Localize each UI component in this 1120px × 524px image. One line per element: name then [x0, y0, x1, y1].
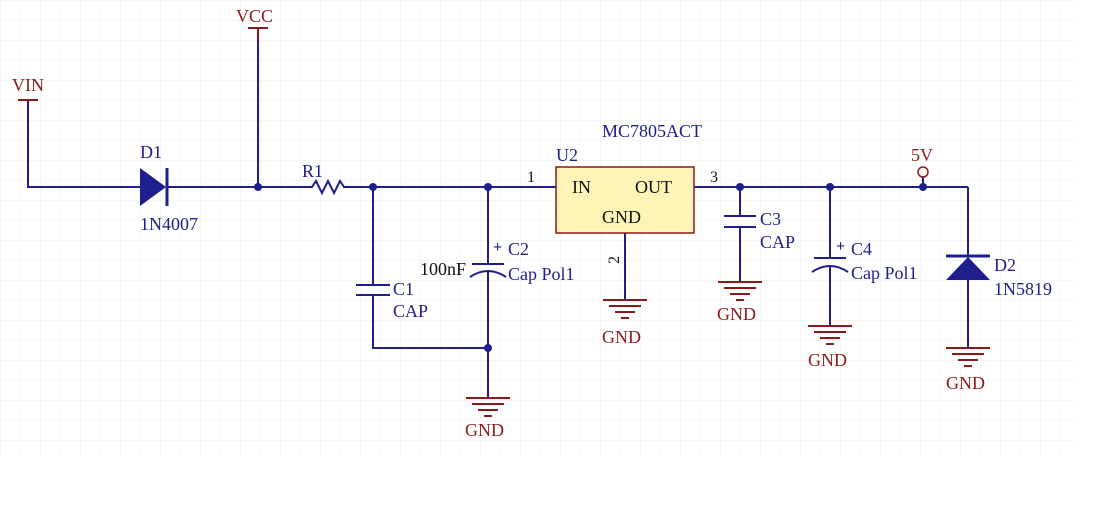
gnd-label-c3: GND	[717, 304, 756, 324]
schematic-svg: VIN VCC 5V D1 1N4007 R1 C1 CAP + C2 Cap …	[0, 0, 1076, 455]
junction-dot	[484, 344, 492, 352]
c4-plate-curved	[811, 265, 849, 273]
u2-pin-out-label: OUT	[635, 177, 672, 197]
u2-ref: U2	[556, 145, 578, 165]
grid-background	[0, 0, 1076, 455]
c2-value: Cap Pol1	[508, 264, 575, 284]
capacitor-c1[interactable]: C1 CAP	[356, 279, 428, 321]
u2-body	[555, 166, 695, 234]
ground-c2	[466, 397, 510, 417]
junction-dot	[254, 183, 262, 191]
schematic-sheet: VIN VCC 5V D1 1N4007 R1 C1 CAP + C2 Cap …	[0, 0, 1076, 455]
resistor-r1[interactable]: R1	[302, 161, 346, 196]
u2-pin-in-label: IN	[572, 177, 591, 197]
c4-value: Cap Pol1	[851, 263, 918, 283]
junction-dot	[369, 183, 377, 191]
vcc-port[interactable]: VCC	[236, 6, 273, 40]
d2-value: 1N5819	[994, 279, 1052, 299]
d2-body	[946, 257, 990, 280]
vin-label: VIN	[12, 75, 44, 95]
r1-ref: R1	[302, 161, 323, 181]
u2-pin3-number: 3	[710, 169, 718, 186]
ground-d2	[946, 347, 990, 367]
c3-value: CAP	[760, 232, 795, 252]
vcc-label: VCC	[236, 6, 273, 26]
d1-body	[140, 168, 166, 206]
junctions	[254, 183, 927, 352]
capacitor-c4[interactable]: + C4 Cap Pol1	[811, 238, 918, 283]
gnd-label-c2: GND	[465, 420, 504, 440]
junction-dot	[919, 183, 927, 191]
junction-dot	[484, 183, 492, 191]
ground-c4	[808, 325, 852, 345]
d1-value: 1N4007	[140, 214, 198, 234]
c2-polarity-mark: +	[493, 239, 502, 256]
c1-value: CAP	[393, 301, 428, 321]
capacitor-c3[interactable]: C3 CAP	[724, 209, 795, 252]
u2-pin1-number: 1	[527, 169, 535, 186]
gnd-label-d2: GND	[946, 373, 985, 393]
vin-port[interactable]: VIN	[12, 75, 44, 101]
u2-value: MC7805ACT	[602, 121, 702, 141]
u2-pin2-number: 2	[606, 256, 623, 264]
ground-c3	[718, 281, 762, 301]
ground-u2	[603, 299, 647, 319]
c2-plate-curved	[469, 270, 507, 278]
d2-ref: D2	[994, 255, 1016, 275]
diode-d1[interactable]: D1 1N4007	[140, 142, 198, 234]
diode-d2[interactable]: D2 1N5819	[946, 254, 1052, 299]
wire-vin	[27, 100, 140, 188]
c2-ref: C2	[508, 239, 529, 259]
c4-ref: C4	[851, 239, 872, 259]
ground-symbols	[466, 281, 990, 417]
gnd-label-c4: GND	[808, 350, 847, 370]
junction-dot	[826, 183, 834, 191]
5v-port-circle	[917, 166, 929, 178]
u2-pin-gnd-label: GND	[602, 207, 641, 227]
5v-label: 5V	[911, 145, 933, 165]
gnd-label-u2: GND	[602, 327, 641, 347]
junction-dot	[736, 183, 744, 191]
capacitor-c2[interactable]: + C2 Cap Pol1 100nF	[420, 239, 575, 284]
wire-c1-bottom	[372, 296, 488, 349]
c1-ref: C1	[393, 279, 414, 299]
r1-body	[306, 178, 346, 196]
c4-polarity-mark: +	[836, 238, 845, 255]
c2-annotation: 100nF	[420, 259, 466, 279]
regulator-u2[interactable]: MC7805ACT U2 IN OUT GND 1 3 2	[527, 121, 718, 264]
5v-port[interactable]: 5V	[911, 145, 933, 178]
c3-ref: C3	[760, 209, 781, 229]
d1-ref: D1	[140, 142, 162, 162]
